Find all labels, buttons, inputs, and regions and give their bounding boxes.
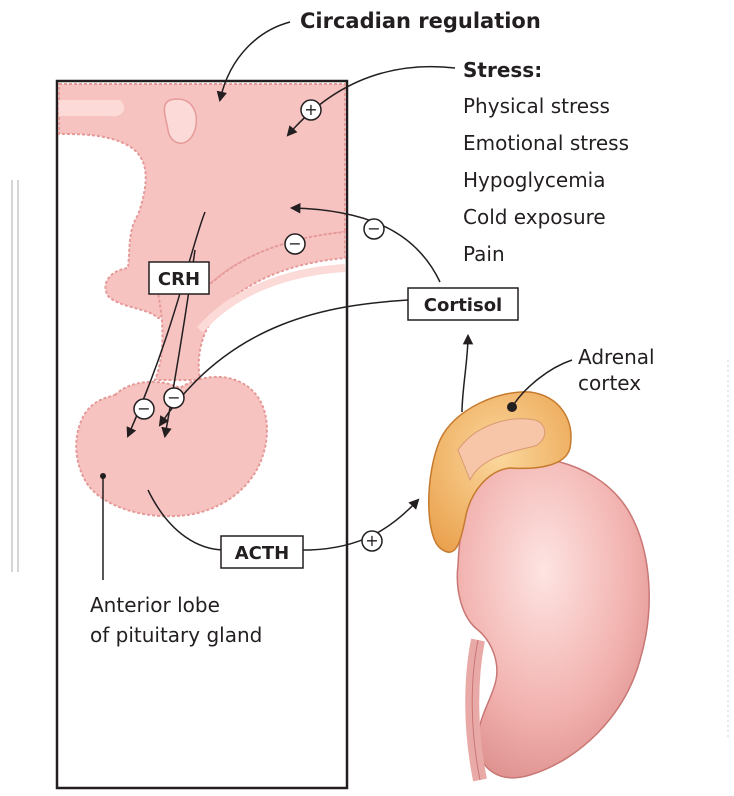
cortisol-label: Cortisol	[408, 288, 518, 320]
stress-item: Physical stress	[463, 94, 610, 118]
svg-text:−: −	[367, 219, 380, 238]
sign-plus-stress: +	[301, 100, 321, 120]
pituitary-label-line1: Anterior lobe	[90, 593, 220, 617]
stress-item: Hypoglycemia	[463, 168, 606, 192]
svg-text:ACTH: ACTH	[235, 543, 289, 564]
sign-minus-feedback-2: −	[285, 234, 305, 254]
sign-minus-pituitary-2: −	[164, 388, 184, 408]
stress-item: Cold exposure	[463, 205, 606, 229]
pituitary-pointer-dot	[100, 473, 106, 479]
circadian-title: Circadian regulation	[300, 9, 541, 33]
sign-minus-pituitary-1: −	[134, 399, 154, 419]
adrenal-label-line1: Adrenal	[578, 345, 655, 369]
svg-text:−: −	[167, 388, 180, 407]
sign-minus-feedback-1: −	[364, 219, 384, 239]
svg-text:Cortisol: Cortisol	[424, 295, 502, 316]
svg-text:−: −	[288, 234, 301, 253]
svg-text:+: +	[365, 531, 378, 550]
stress-item: Pain	[463, 242, 505, 266]
acth-label: ACTH	[221, 536, 303, 568]
pituitary-label-line2: of pituitary gland	[90, 623, 262, 647]
stress-heading: Stress:	[463, 58, 542, 82]
svg-text:CRH: CRH	[158, 269, 200, 290]
sign-plus-acth: +	[362, 531, 382, 551]
svg-text:−: −	[137, 399, 150, 418]
crh-label: CRH	[149, 262, 209, 294]
stress-list: Stress: Physical stress Emotional stress…	[463, 58, 629, 266]
svg-text:+: +	[304, 100, 317, 119]
margin-rule-left	[12, 180, 18, 572]
adrenal-label-line2: cortex	[578, 371, 641, 395]
stress-item: Emotional stress	[463, 131, 629, 155]
adrenal-cortisol-arrow	[462, 336, 468, 412]
kidney	[457, 458, 649, 780]
